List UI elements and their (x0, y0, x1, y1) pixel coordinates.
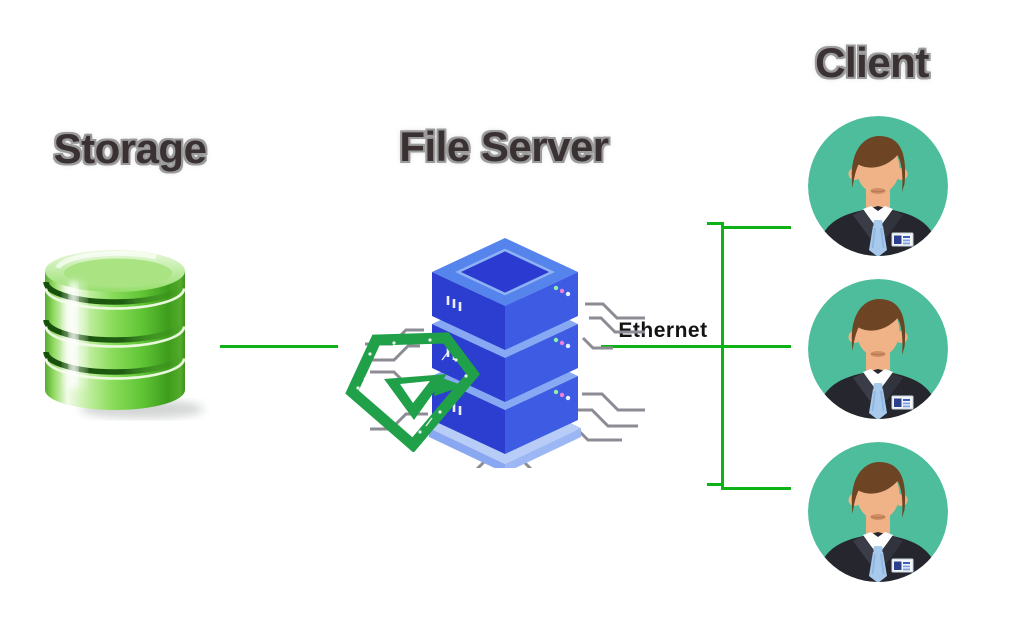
client-avatar (808, 279, 948, 419)
avatar-hair (851, 136, 906, 192)
circuit-gem-logo-icon (345, 332, 481, 452)
avatar-id-badge (891, 558, 914, 573)
server-led-lights (553, 285, 571, 401)
avatar-id-badge (891, 395, 914, 410)
client-label: Client (815, 39, 929, 86)
client-avatar (808, 442, 948, 582)
branch-line-client-3-corner (707, 483, 724, 486)
storage-label: Storage (53, 125, 207, 172)
file-server-label: File Server (399, 123, 609, 170)
database-icon (43, 250, 204, 419)
ethernet-bus-vertical-line (721, 222, 724, 490)
avatar-hair (851, 462, 906, 518)
ethernet-label: Ethernet (618, 319, 708, 342)
branch-line-client-1 (722, 226, 791, 229)
clients-list (808, 116, 948, 605)
client-avatar (808, 116, 948, 256)
avatar-hair (851, 299, 906, 355)
link-server-to-hub-line (601, 345, 791, 348)
branch-line-client-1-corner (707, 222, 724, 225)
link-storage-to-server-line (220, 345, 338, 348)
branch-line-client-3 (722, 487, 791, 490)
avatar-id-badge (891, 232, 914, 247)
